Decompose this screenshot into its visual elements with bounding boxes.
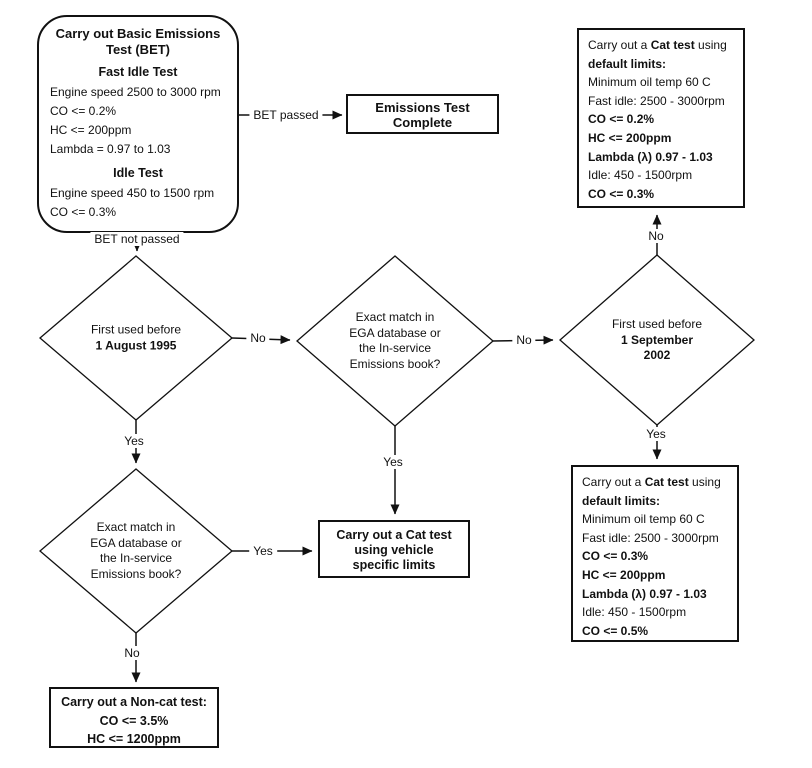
edge-label-no-1: No (246, 331, 270, 345)
idle-line: CO <= 0.3% (50, 205, 117, 219)
decision-text: 2002 (643, 347, 671, 362)
decision-text: 1 September (620, 332, 694, 347)
edge-label-no-4: No (120, 646, 144, 660)
node-cat-test-default-bottom: Carry out a Cat test using default limit… (571, 465, 739, 642)
intro-bold: Cat test (644, 475, 689, 489)
cat-bottom-line: Lambda (λ) 0.97 - 1.03 (582, 586, 707, 601)
cat-top-intro: Carry out a Cat test using (588, 38, 734, 53)
decision-text: Emissions book? (349, 356, 441, 371)
edge-label-bet-passed: BET passed (249, 108, 323, 122)
decision-text: First used before (611, 316, 703, 331)
decision-text: Exact match in (355, 310, 435, 324)
cat-bottom-intro2: default limits: (582, 493, 661, 508)
cat-top-line: Idle: 450 - 1500rpm (588, 168, 693, 183)
vehicle-label: Carry out a Cat test using vehicle speci… (336, 528, 452, 572)
decision-text: the In-service (99, 551, 173, 565)
node-cat-test-default-top: Carry out a Cat test using default limit… (577, 28, 745, 208)
cat-bottom-line: Minimum oil temp 60 C (582, 512, 705, 527)
decision-text: Emissions book? (90, 566, 182, 581)
intro-text: using (688, 475, 721, 489)
decision-exact-match-lower-label: Exact match in EGA database or the In-se… (90, 520, 181, 582)
cat-bottom-line: Fast idle: 2500 - 3000rpm (582, 530, 719, 545)
edge-label-yes-3: Yes (379, 455, 407, 469)
decision-text: Exact match in (96, 520, 176, 534)
decision-text: the In-service (358, 341, 432, 355)
decision-first-used-2002-label: First used before 1 September 2002 (612, 317, 702, 364)
decision-text: EGA database or (349, 325, 441, 340)
fast-idle-line: HC <= 200ppm (50, 123, 132, 137)
noncat-line: CO <= 3.5% (99, 713, 169, 728)
intro-bold: Cat test (650, 38, 695, 52)
cat-bottom-line: CO <= 0.5% (582, 623, 649, 638)
edge-label-yes-4: Yes (642, 427, 670, 441)
noncat-line: HC <= 1200ppm (87, 732, 181, 746)
node-cat-test-vehicle-specific: Carry out a Cat test using vehicle speci… (318, 520, 470, 578)
fast-idle-heading: Fast Idle Test (98, 65, 178, 79)
fast-idle-line: Engine speed 2500 to 3000 rpm (50, 85, 221, 99)
fast-idle-line: CO <= 0.2% (50, 104, 117, 118)
node-basic-emissions-test: Carry out Basic Emissions Test (BET) Fas… (37, 15, 239, 233)
decision-text: 1 August 1995 (95, 338, 177, 352)
idle-heading: Idle Test (113, 166, 163, 180)
cat-top-line: CO <= 0.3% (588, 186, 655, 201)
cat-bottom-intro: Carry out a Cat test using (582, 475, 728, 490)
fast-idle-line: Lambda = 0.97 to 1.03 (50, 142, 171, 156)
cat-top-intro2: default limits: (588, 56, 667, 71)
edge-label-yes-1: Yes (120, 434, 148, 448)
decision-first-used-1995-label: First used before 1 August 1995 (91, 323, 181, 354)
edge-label-no-3: No (644, 229, 668, 243)
cat-top-line: Fast idle: 2500 - 3000rpm (588, 93, 725, 108)
edge-label-yes-2: Yes (249, 544, 277, 558)
cat-top-line: CO <= 0.2% (588, 112, 655, 127)
cat-top-line: Lambda (λ) 0.97 - 1.03 (588, 149, 713, 164)
edge-label-no-2: No (512, 333, 536, 347)
idle-line: Engine speed 450 to 1500 rpm (50, 186, 215, 200)
decision-text: First used before (90, 322, 182, 337)
cat-bottom-line: Idle: 450 - 1500rpm (582, 605, 687, 620)
cat-top-line: HC <= 200ppm (588, 130, 672, 145)
complete-label: Emissions Test Complete (375, 100, 470, 130)
bet-title: Carry out Basic Emissions Test (BET) (55, 26, 221, 57)
decision-exact-match-mid-label: Exact match in EGA database or the In-se… (349, 310, 440, 372)
noncat-line: Carry out a Non-cat test: (61, 695, 207, 709)
intro-text: using (694, 38, 727, 52)
node-non-cat-test: Carry out a Non-cat test: CO <= 3.5% HC … (49, 687, 219, 748)
decision-text: EGA database or (90, 535, 182, 550)
intro-text: Carry out a (588, 38, 651, 52)
edge-label-bet-not-passed: BET not passed (90, 232, 184, 246)
cat-bottom-line: HC <= 200ppm (582, 567, 666, 582)
node-emissions-test-complete: Emissions Test Complete (346, 94, 499, 134)
intro-text: Carry out a (582, 475, 645, 489)
cat-top-line: Minimum oil temp 60 C (588, 75, 711, 90)
cat-bottom-line: CO <= 0.3% (582, 549, 649, 564)
